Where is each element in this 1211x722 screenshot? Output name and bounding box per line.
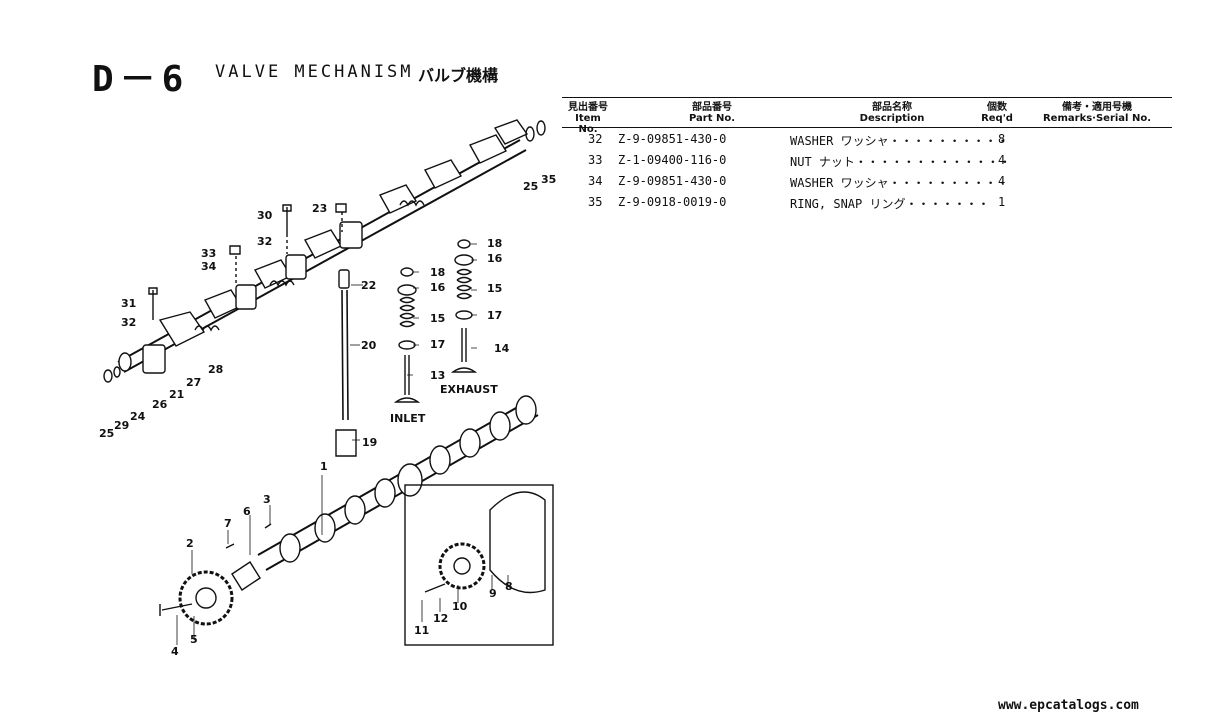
label-15a: 15: [430, 312, 445, 325]
rocker-brackets: [142, 221, 363, 374]
label-3: 3: [263, 493, 271, 506]
snap-ring-right: [525, 126, 535, 142]
cam-gear: [178, 570, 234, 626]
inlet-valve-group: [393, 267, 421, 403]
label-14: 14: [494, 342, 510, 355]
row-part: Z-9-0918-0019-0: [618, 195, 727, 209]
label-9: 9: [489, 587, 497, 600]
label-22: 22: [361, 279, 376, 292]
bolt-30: [282, 204, 292, 237]
inset-frame: [404, 484, 554, 646]
row-part: Z-9-09851-430-0: [618, 174, 727, 188]
row-qty: 1: [998, 195, 1006, 209]
row-qty: 8: [998, 132, 1006, 146]
label-6: 6: [243, 505, 251, 518]
adjust-screw: [338, 269, 350, 289]
inset-bolt: [424, 583, 446, 593]
label-32a: 32: [121, 316, 136, 329]
label-19: 19: [362, 436, 377, 449]
bolt-31: [148, 287, 158, 320]
shaft-end-plug: [118, 352, 132, 372]
row-item: 32: [588, 132, 603, 146]
shaft-springs: [194, 200, 425, 332]
label-23: 23: [312, 202, 327, 215]
camshaft-lobes: [279, 395, 537, 563]
label-15b: 15: [487, 282, 502, 295]
label-31: 31: [121, 297, 136, 310]
bolt-7: [225, 543, 235, 549]
label-21: 21: [169, 388, 184, 401]
table-row: 33 Z-1-09400-116-0 NUT ナット・・・・・・・・・・・・・ …: [562, 153, 1172, 173]
label-7: 7: [224, 517, 232, 530]
label-5: 5: [190, 633, 198, 646]
nut-33: [229, 245, 241, 255]
label-4: 4: [171, 645, 179, 658]
row-item: 33: [588, 153, 603, 167]
washer-right: [536, 120, 546, 136]
label-25a: 25: [99, 427, 114, 440]
row-item: 34: [588, 174, 603, 188]
label-34: 34: [201, 260, 217, 273]
label-33: 33: [201, 247, 216, 260]
label-16b: 16: [487, 252, 503, 265]
label-11: 11: [414, 624, 429, 637]
row-qty: 4: [998, 174, 1006, 188]
table-rule-top: [562, 97, 1172, 98]
watermark-link[interactable]: www.epcatalogs.com: [998, 698, 1139, 713]
label-17a: 17: [430, 338, 445, 351]
table-row: 35 Z-9-0918-0019-0 RING, SNAP リング・・・・・・・…: [562, 195, 1172, 215]
label-24: 24: [130, 410, 146, 423]
section-title: VALVE MECHANISM: [215, 62, 414, 82]
label-8: 8: [505, 580, 513, 593]
row-qty: 4: [998, 153, 1006, 167]
row-part: Z-9-09851-430-0: [618, 132, 727, 146]
tappet: [335, 429, 357, 457]
section-title-jp: バルブ機構: [418, 66, 499, 85]
label-exhaust: EXHAUST: [440, 383, 498, 396]
row-desc: RING, SNAP リング・・・・・・・: [790, 197, 990, 211]
row-part: Z-1-09400-116-0: [618, 153, 727, 167]
label-10: 10: [452, 600, 468, 613]
label-29: 29: [114, 419, 129, 432]
row-desc: WASHER ワッシャ・・・・・・・・・・: [790, 134, 1009, 148]
label-1: 1: [320, 460, 328, 473]
label-13: 13: [430, 369, 445, 382]
label-2: 2: [186, 537, 194, 550]
gear-bolt: [159, 603, 193, 616]
push-rod: [341, 289, 349, 421]
label-35: 35: [541, 173, 556, 186]
inset-gear: [438, 542, 486, 590]
table-row: 34 Z-9-09851-430-0 WASHER ワッシャ・・・・・・・・・・…: [562, 174, 1172, 194]
label-18a: 18: [430, 266, 445, 279]
label-18b: 18: [487, 237, 502, 250]
label-12: 12: [433, 612, 448, 625]
label-30: 30: [257, 209, 273, 222]
label-26: 26: [152, 398, 168, 411]
label-27: 27: [186, 376, 201, 389]
label-16a: 16: [430, 281, 446, 294]
label-20: 20: [361, 339, 377, 352]
snap-ring-left: [103, 369, 113, 383]
inset-cover: [489, 491, 546, 594]
label-17b: 17: [487, 309, 502, 322]
table-rule-header: [562, 127, 1172, 128]
row-item: 35: [588, 195, 603, 209]
table-row: 32 Z-9-09851-430-0 WASHER ワッシャ・・・・・・・・・・…: [562, 132, 1172, 152]
label-32b: 32: [257, 235, 272, 248]
nut-23: [335, 203, 347, 213]
thrust-plate: [231, 561, 261, 591]
label-inlet: INLET: [390, 412, 426, 425]
row-desc: NUT ナット・・・・・・・・・・・・・: [790, 155, 1011, 169]
row-desc: WASHER ワッシャ・・・・・・・・・・: [790, 176, 1009, 190]
section-code: D－6: [92, 59, 190, 100]
washer-left: [113, 366, 121, 378]
label-25b: 25: [523, 180, 538, 193]
label-28: 28: [208, 363, 223, 376]
